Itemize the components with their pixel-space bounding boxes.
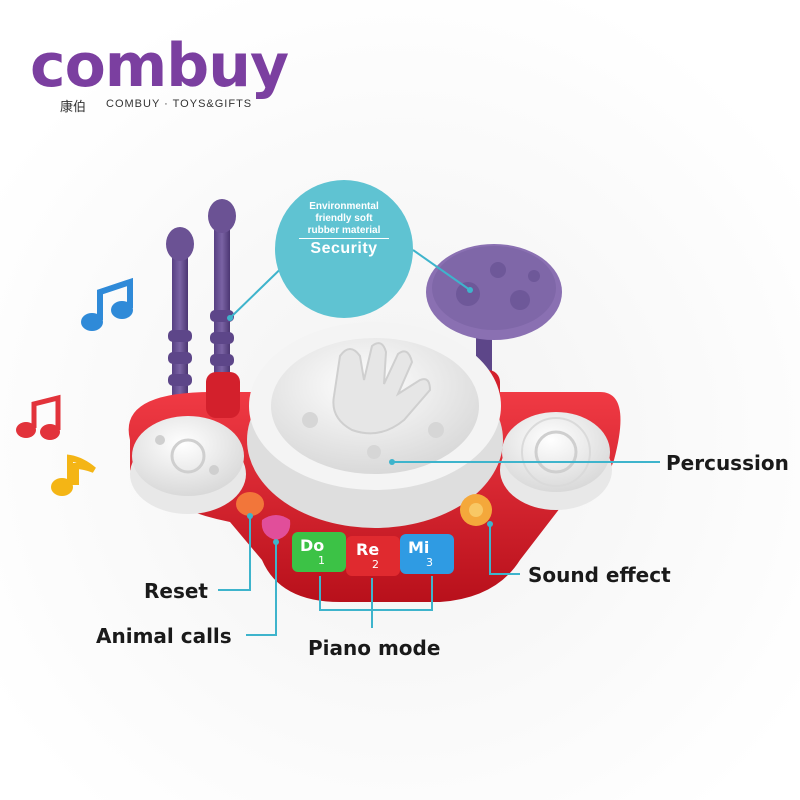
key-label-do: Do bbox=[300, 536, 325, 555]
bubble-line-3: rubber material bbox=[307, 225, 381, 236]
key-number-1: 1 bbox=[318, 554, 325, 567]
animal-calls-button[interactable] bbox=[261, 515, 291, 540]
callout-piano-mode: Piano mode bbox=[308, 636, 441, 660]
music-note-blue-icon bbox=[81, 277, 133, 331]
callout-line-bubble bbox=[412, 249, 471, 291]
callout-sound-effect: Sound effect bbox=[528, 563, 671, 587]
key-number-2: 2 bbox=[372, 558, 379, 571]
music-note-yellow-icon bbox=[51, 454, 96, 496]
sound-effect-button[interactable] bbox=[460, 494, 492, 526]
drumstick-left bbox=[166, 227, 194, 410]
small-drum-right bbox=[500, 412, 612, 510]
key-label-mi: Mi bbox=[408, 538, 430, 557]
key-label-re: Re bbox=[356, 540, 380, 559]
security-bubble: Environmental friendly soft rubber mater… bbox=[275, 180, 413, 318]
cymbal bbox=[426, 244, 562, 390]
bubble-divider bbox=[299, 238, 389, 239]
brand-logo-text: combuy bbox=[30, 31, 289, 101]
brand-logo: combuy bbox=[30, 34, 300, 104]
key-number-3: 3 bbox=[426, 556, 433, 569]
callout-percussion: Percussion bbox=[666, 451, 789, 475]
bubble-line-2: friendly soft bbox=[315, 213, 373, 224]
callout-reset: Reset bbox=[144, 579, 208, 603]
piano-key-mi[interactable] bbox=[400, 534, 454, 574]
small-drum-left bbox=[130, 416, 246, 514]
main-drum bbox=[247, 322, 503, 528]
drumstick-right bbox=[208, 199, 236, 392]
callout-line-animal bbox=[246, 542, 277, 636]
piano-key-re[interactable] bbox=[346, 536, 400, 576]
music-note-red-icon bbox=[16, 394, 61, 440]
bubble-line-1: Environmental bbox=[309, 201, 379, 212]
piano-key-do[interactable] bbox=[292, 532, 346, 572]
brand-chinese-name: 康伯 bbox=[60, 100, 87, 115]
callout-line-sound bbox=[489, 524, 520, 575]
brand-tagline: COMBUY · TOYS&GIFTS bbox=[106, 98, 253, 110]
bubble-title: Security bbox=[310, 240, 378, 257]
callout-line-reset bbox=[218, 516, 251, 591]
reset-button[interactable] bbox=[236, 492, 264, 516]
callout-animal-calls: Animal calls bbox=[96, 624, 232, 648]
callout-line-piano bbox=[319, 576, 433, 611]
